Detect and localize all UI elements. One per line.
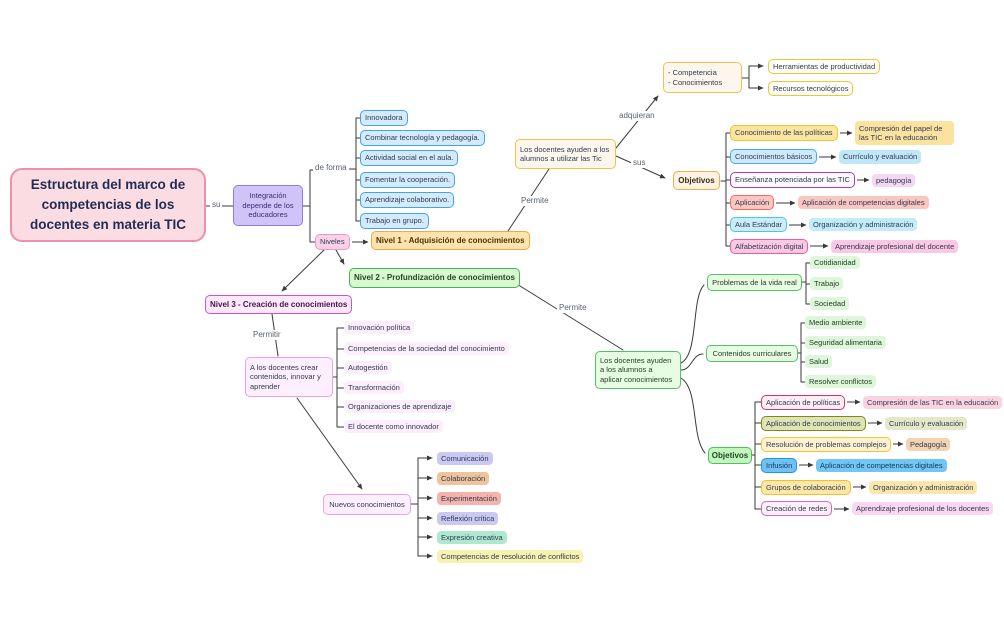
edge-label-adquieran: adquieran	[617, 111, 657, 121]
edge-label-permite2: Permite	[557, 303, 589, 313]
node-objetivos_top[interactable]: Objetivos	[673, 171, 720, 190]
node-competencia[interactable]: - Competencia - Conocimientos	[663, 62, 742, 93]
node-herramientas[interactable]: Herramientas de productividad	[768, 59, 881, 74]
node-ob2[interactable]: Aplicación de conocimientos	[761, 416, 866, 431]
node-ob6leaf[interactable]: Aprendizaje profesional de los docentes	[852, 502, 994, 515]
node-ob4[interactable]: Infusión	[761, 458, 798, 473]
node-cc1[interactable]: Medio ambiente	[805, 316, 867, 329]
node-pv1[interactable]: Cotidianidad	[810, 256, 860, 269]
node-niveles[interactable]: Niveles	[315, 234, 350, 250]
node-ob2leaf[interactable]: Currículo y evaluación	[885, 417, 968, 430]
node-forma2[interactable]: Combinar tecnología y pedagogía.	[360, 130, 485, 146]
node-n3l1[interactable]: Innovación política	[344, 321, 415, 334]
node-forma3[interactable]: Actividad social en el aula.	[360, 150, 459, 166]
node-pv2[interactable]: Trabajo	[810, 277, 844, 290]
node-nc4[interactable]: Reflexión crítica	[437, 512, 499, 525]
edge-label-permitir: Permitir	[251, 330, 283, 340]
node-ob5[interactable]: Grupos de colaboración	[761, 480, 851, 495]
node-forma1[interactable]: Innovadora	[360, 110, 408, 126]
node-ot2leaf[interactable]: Currículo y evaluación	[839, 150, 922, 164]
node-ot3leaf[interactable]: pedagogía	[872, 174, 916, 187]
node-cc4[interactable]: Resolver conflictos	[805, 375, 876, 388]
node-nc1[interactable]: Comunicación	[437, 452, 493, 465]
node-integracion[interactable]: Integración depende de los educadores	[233, 185, 303, 226]
node-objetivos_bottom[interactable]: Objetivos	[708, 447, 752, 464]
node-nivel2[interactable]: Nivel 2 - Profundización de conocimiento…	[349, 268, 520, 288]
node-ob3leaf[interactable]: Pedagogía	[906, 438, 951, 451]
node-pv3[interactable]: Sociedad	[810, 297, 850, 310]
node-nivel1[interactable]: Nivel 1 - Adquisición de conocimientos	[371, 231, 530, 250]
node-nc5[interactable]: Expresión creativa	[437, 531, 507, 544]
node-n3l2[interactable]: Competencias de la sociedad del conocimi…	[344, 342, 509, 355]
edge-label-su: su	[210, 200, 223, 210]
node-ot1leaf[interactable]: Compresión del papel de las TIC en la ed…	[855, 121, 954, 145]
node-ot6[interactable]: Alfabetización digital	[730, 239, 809, 254]
node-ot4leaf[interactable]: Aplicación de competencias digitales	[798, 196, 929, 209]
node-ob3[interactable]: Resolución de problemas complejos	[761, 437, 892, 452]
node-forma4[interactable]: Fomentar la cooperación.	[360, 172, 456, 188]
node-ob4leaf[interactable]: Aplicación de competencias digitales	[816, 459, 947, 472]
node-n3l3[interactable]: Autogestión	[344, 361, 392, 374]
node-ob1[interactable]: Aplicación de políticas	[761, 395, 846, 410]
node-aplicar[interactable]: Los docentes ayuden a los alumnos a apli…	[595, 351, 681, 389]
node-nc3[interactable]: Experimentación	[437, 492, 501, 505]
edge-label-sus: sus	[631, 158, 648, 168]
node-ot4[interactable]: Aplicación	[730, 195, 775, 210]
node-recursos[interactable]: Recursos tecnológicos	[768, 81, 854, 96]
node-docentes_utilizar[interactable]: Los docentes ayuden a los alumnos a util…	[515, 139, 616, 169]
edge-label-permite1: Permite	[519, 196, 551, 206]
node-ob5leaf[interactable]: Organización y administración	[869, 481, 978, 494]
node-n3l6[interactable]: El docente como innovador	[344, 420, 443, 433]
node-cc2[interactable]: Seguridad alimentaria	[805, 336, 886, 349]
node-nuevos[interactable]: Nuevos conocimientos	[323, 494, 411, 515]
node-ot3[interactable]: Enseñanza potenciada por las TIC	[730, 172, 855, 188]
node-n3l5[interactable]: Organizaciones de aprendizaje	[344, 400, 456, 413]
node-ot5leaf[interactable]: Organización y administración	[809, 218, 918, 231]
node-forma6[interactable]: Trabajo en grupo.	[360, 213, 429, 229]
node-ob1leaf[interactable]: Compresión de las TIC en la educación	[863, 396, 1003, 409]
node-forma5[interactable]: Aprendizaje colaborativo.	[360, 192, 455, 208]
node-contenidos[interactable]: Contenidos curriculares	[706, 345, 798, 362]
node-ot5[interactable]: Aula Estándar	[730, 217, 788, 232]
node-problemas[interactable]: Problemas de la vida real	[707, 274, 802, 291]
node-root[interactable]: Estructura del marco de competencias de …	[10, 168, 206, 242]
node-ot1[interactable]: Conocimiento de las políticas	[730, 125, 838, 141]
node-ot6leaf[interactable]: Aprendizaje profesional del docente	[831, 240, 959, 253]
node-ob6[interactable]: Creación de redes	[761, 501, 833, 516]
node-nc2[interactable]: Colaboración	[437, 472, 490, 485]
node-crear[interactable]: A los docentes crear contenidos, innovar…	[245, 357, 333, 397]
node-nivel3[interactable]: Nivel 3 - Creación de conocimientos	[205, 295, 353, 314]
edge-label-deforma: de forma	[313, 163, 349, 173]
node-cc3[interactable]: Salud	[805, 355, 833, 368]
node-n3l4[interactable]: Transformación	[344, 381, 404, 394]
node-nc6[interactable]: Competencias de resolución de conflictos	[437, 550, 584, 563]
node-ot2[interactable]: Conocimientos básicos	[730, 149, 818, 164]
